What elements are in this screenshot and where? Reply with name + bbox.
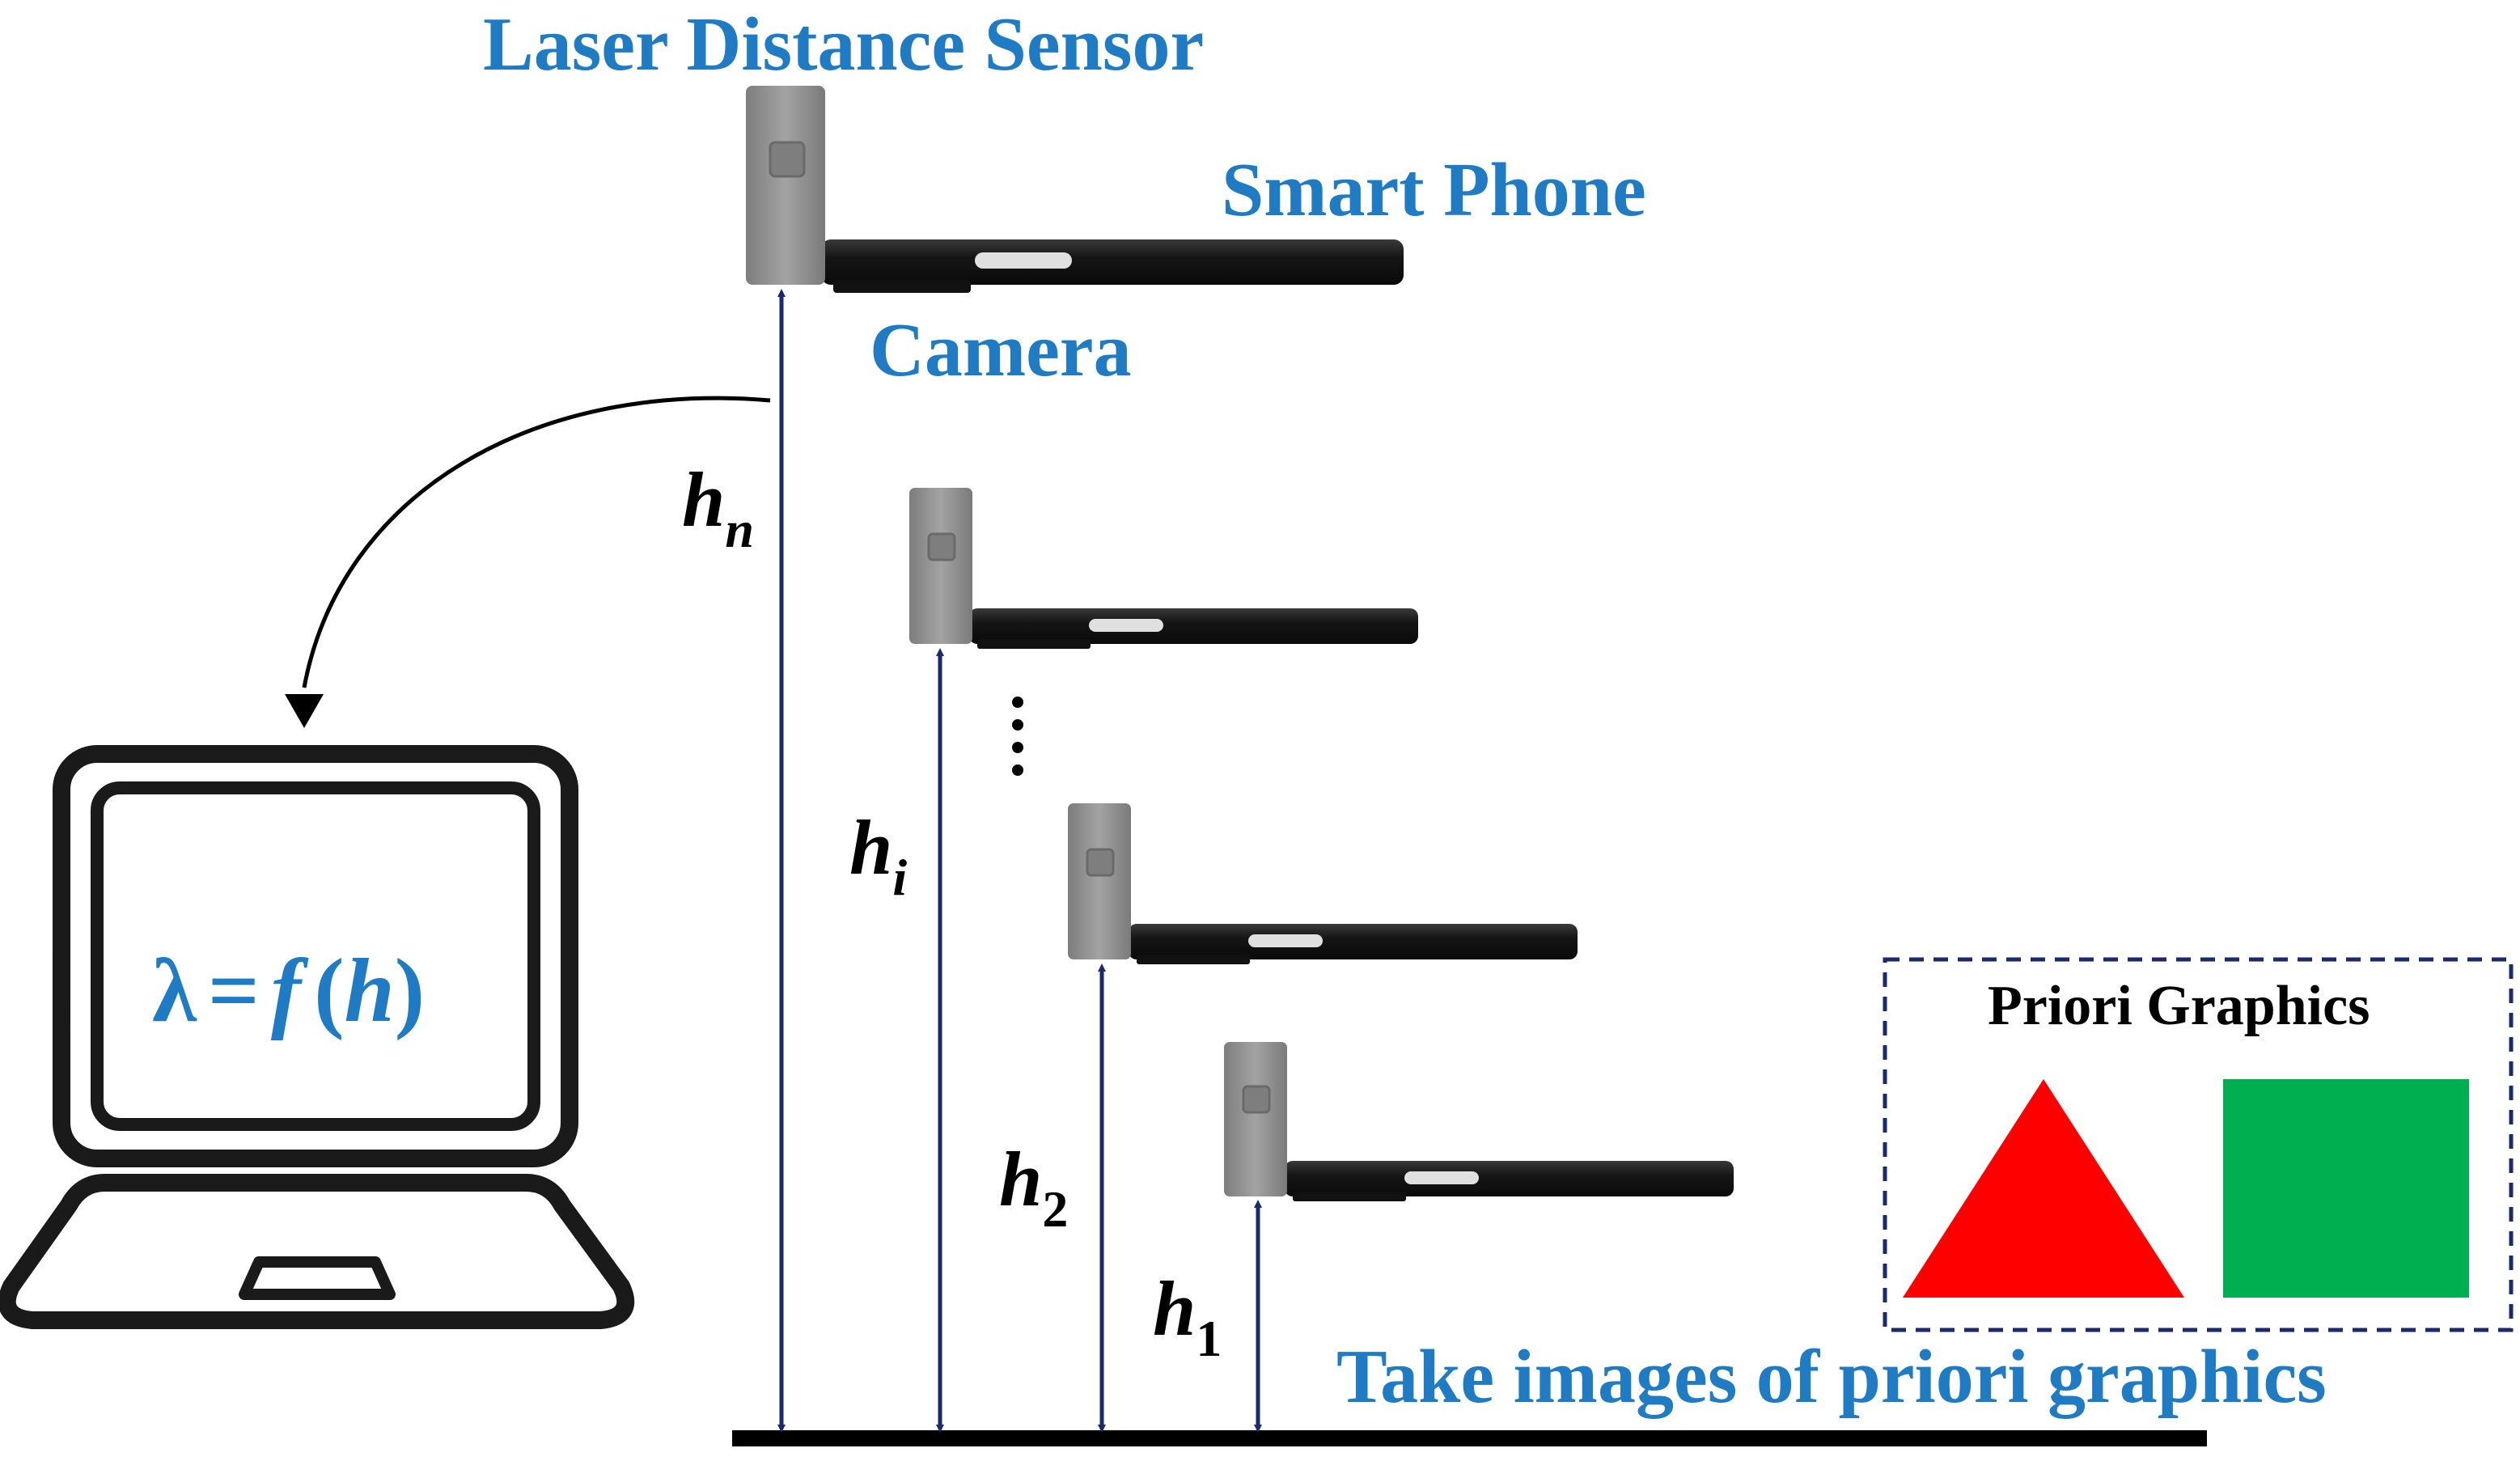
laser-sensor	[746, 86, 825, 285]
smart-phone-label: Smart Phone	[1222, 148, 1646, 232]
curved-arrow-head	[285, 694, 324, 728]
sensor-button	[927, 532, 956, 561]
sensor-button	[769, 141, 806, 178]
phone-side-button	[975, 252, 1072, 269]
laser-sensor	[1224, 1042, 1287, 1196]
device-i	[909, 488, 1418, 649]
laser-sensor-label: Laser Distance Sensor	[483, 2, 1204, 87]
height-label-2: h2	[999, 1136, 1068, 1238]
laser-sensor	[909, 488, 972, 644]
priori-graphics-title: Priori Graphics	[1988, 975, 2370, 1037]
sensor-button	[1242, 1085, 1271, 1114]
phone-side-button	[1248, 934, 1323, 947]
laptop-touchpad	[239, 1256, 396, 1300]
laptop-icon	[0, 745, 635, 1329]
phone-camera-bump	[833, 280, 971, 293]
device-2	[1068, 803, 1578, 964]
device-n	[746, 86, 1404, 293]
height-label-n: hn	[682, 456, 754, 558]
camera-label: Camera	[870, 308, 1132, 392]
ellipsis-dots	[1012, 697, 1023, 776]
formula: λ=f(h)	[152, 941, 425, 1041]
phone-body	[1285, 1161, 1734, 1196]
laptop-base	[0, 1174, 635, 1329]
laptop-inner-screen	[91, 781, 540, 1131]
red-triangle	[1903, 1079, 2184, 1298]
priori-graphics-box	[1883, 957, 2514, 1332]
phone-camera-bump	[977, 639, 1091, 649]
take-images-label: Take images of priori graphics	[1336, 1335, 2327, 1419]
ground-line	[732, 1430, 2207, 1446]
sensor-button	[1086, 848, 1115, 877]
laser-sensor	[1068, 803, 1131, 959]
height-label-i: hi	[849, 804, 907, 906]
height-label-1: h1	[1153, 1265, 1222, 1367]
phone-camera-bump	[1137, 955, 1250, 964]
phone-side-button	[1089, 619, 1163, 632]
phone-body	[1129, 924, 1578, 959]
green-square	[2223, 1079, 2469, 1298]
laptop-outer-screen	[53, 745, 578, 1167]
device-1	[1224, 1042, 1734, 1201]
phone-body	[969, 608, 1418, 644]
phone-body	[821, 239, 1404, 285]
curved-arrow-icon	[302, 396, 771, 688]
phone-side-button	[1404, 1171, 1479, 1184]
phone-camera-bump	[1293, 1192, 1406, 1201]
